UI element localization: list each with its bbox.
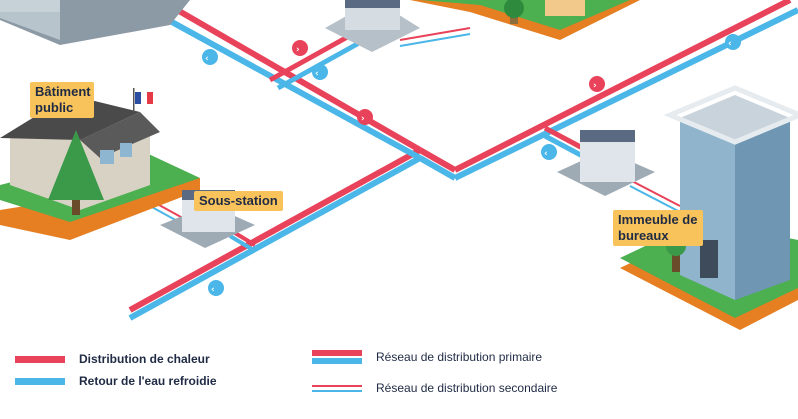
arrow-icon: ‹ xyxy=(312,64,328,80)
legend-secondary-label: Réseau de distribution secondaire xyxy=(376,381,558,395)
legend-heat-swatch xyxy=(15,355,65,363)
top-right-park xyxy=(410,0,640,40)
arrow-icon: › xyxy=(292,40,308,56)
arrow-icon: ‹ xyxy=(541,144,557,160)
arrow-icon: › xyxy=(589,76,605,92)
flow-arrows: › ‹ ‹ › › ‹ ‹ ‹ xyxy=(202,34,741,296)
network-diagram: › ‹ ‹ › › ‹ ‹ ‹ xyxy=(0,0,798,330)
legend-primary-label: Réseau de distribution primaire xyxy=(376,350,543,364)
svg-text:‹: ‹ xyxy=(315,69,319,79)
label-batiment-public: Bâtiment public xyxy=(30,82,94,118)
svg-text:‹: ‹ xyxy=(728,39,732,49)
svg-text:›: › xyxy=(593,81,597,91)
legend-return: Retour de l'eau refroidie xyxy=(15,374,217,388)
substation-right xyxy=(557,130,655,196)
label-sous-station: Sous-station xyxy=(194,191,283,211)
svg-text:‹: ‹ xyxy=(544,149,548,159)
svg-text:›: › xyxy=(296,45,300,55)
legend-heat-label: Distribution de chaleur xyxy=(79,352,210,366)
svg-text:‹: ‹ xyxy=(211,285,215,295)
flag-icon xyxy=(133,88,153,112)
branch-pipes xyxy=(268,27,471,91)
svg-text:›: › xyxy=(361,114,365,124)
arrow-icon: › xyxy=(357,109,373,125)
label-immeuble-bureaux: Immeuble de bureaux xyxy=(613,210,703,246)
legend-secondary: Réseau de distribution secondaire xyxy=(312,381,557,395)
top-left-building xyxy=(0,0,190,45)
legend-secondary-swatch xyxy=(312,384,362,392)
legend-primary-swatch xyxy=(312,350,362,364)
legend-primary: Réseau de distribution primaire xyxy=(312,350,542,364)
arrow-icon: ‹ xyxy=(202,49,218,65)
office-building xyxy=(620,85,798,330)
arrow-icon: ‹ xyxy=(725,34,741,50)
substation-top xyxy=(325,0,420,52)
legend: Distribution de chaleur Retour de l'eau … xyxy=(0,338,798,419)
legend-return-label: Retour de l'eau refroidie xyxy=(79,374,217,388)
svg-text:‹: ‹ xyxy=(205,54,209,64)
legend-heat: Distribution de chaleur xyxy=(15,352,210,366)
arrow-icon: ‹ xyxy=(208,280,224,296)
legend-return-swatch xyxy=(15,377,65,385)
